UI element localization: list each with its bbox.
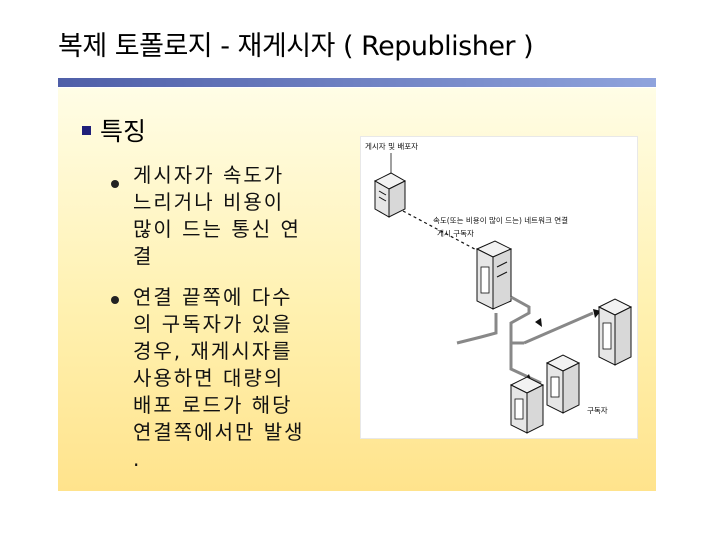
distribution-link-down [509, 337, 542, 385]
slow-network-link [402, 210, 487, 256]
bullet-text-1: 게시자가 속도가 느리거나 비용이 많이 드는 통신 연 결 [133, 163, 301, 268]
slow-link-label: 속도(또는 비용이 많이 드는) 네트워크 연결 [433, 215, 568, 225]
subscriber-label: 구독자 [587, 406, 608, 415]
arrowhead-icon [535, 318, 542, 327]
distribution-link-right-end [523, 311, 594, 345]
republisher-server-icon [475, 240, 513, 310]
title-accent-bar [58, 78, 656, 87]
republisher-topology-figure: 게시자 및 배포자 속도(또는 비용이 많이 드는) 네트워크 연결 게시 구독… [360, 136, 638, 439]
republisher-label: 게시 구독자 [437, 228, 474, 238]
subscriber-server-icon [545, 354, 581, 414]
publisher-label: 게시자 및 배포자 [365, 141, 418, 151]
slide-title: 복제 토폴로지 - 재게시자 ( Republisher ) [58, 31, 534, 62]
topology-diagram: 게시자 및 배포자 속도(또는 비용이 많이 드는) 네트워크 연결 게시 구독… [365, 141, 633, 434]
subscriber-server-icon [509, 376, 545, 434]
bullet-dot-icon [111, 180, 119, 188]
distribution-link-right [509, 295, 531, 345]
bullet-dot-icon [111, 296, 119, 304]
subscriber-server-icon [597, 298, 633, 366]
publisher-server-icon [373, 172, 407, 218]
heading-bullet-icon [82, 126, 91, 135]
section-heading: 특징 [100, 117, 147, 146]
distribution-link-left [456, 313, 498, 345]
bullet-text-2: 연결 끝쪽에 다수 의 구독자가 있을 경우, 재게시자를 사용하면 대량의 배… [133, 285, 305, 471]
